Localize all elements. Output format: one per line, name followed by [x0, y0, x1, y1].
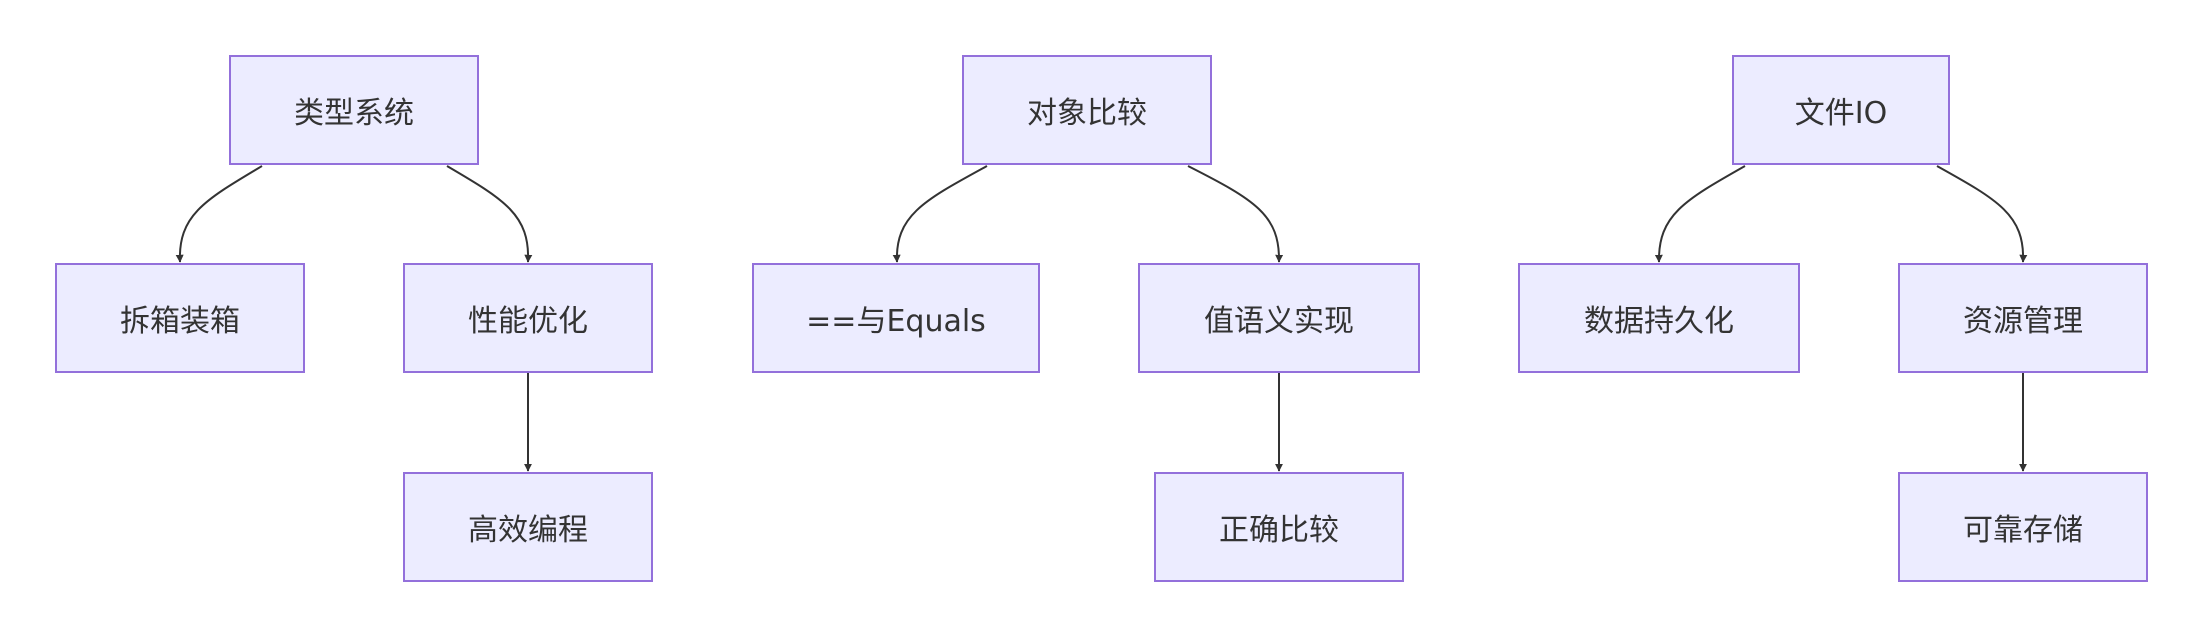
edge-file-io-to-resource-mgmt	[1936, 165, 2028, 263]
edge-object-compare-to-equals	[892, 165, 988, 263]
node-correct-comparison: 正确比较	[1154, 472, 1404, 582]
edge-type-system-to-unboxing	[175, 165, 263, 263]
node-efficient-programming: 高效编程	[403, 472, 653, 582]
node-resource-management: 资源管理	[1898, 263, 2148, 373]
node-file-io: 文件IO	[1732, 55, 1950, 165]
node-data-persistence: 数据持久化	[1518, 263, 1800, 373]
edge-type-system-to-performance	[446, 165, 533, 263]
node-unboxing-boxing: 拆箱装箱	[55, 263, 305, 373]
node-type-system: 类型系统	[229, 55, 479, 165]
node-performance-optimization: 性能优化	[403, 263, 653, 373]
edge-file-io-to-persistence	[1654, 165, 1746, 263]
node-reliable-storage: 可靠存储	[1898, 472, 2148, 582]
node-object-comparison: 对象比较	[962, 55, 1212, 165]
node-equals-operator: ==与Equals	[752, 263, 1040, 373]
edge-object-compare-to-value-semantics	[1187, 165, 1284, 263]
node-value-semantics: 值语义实现	[1138, 263, 1420, 373]
